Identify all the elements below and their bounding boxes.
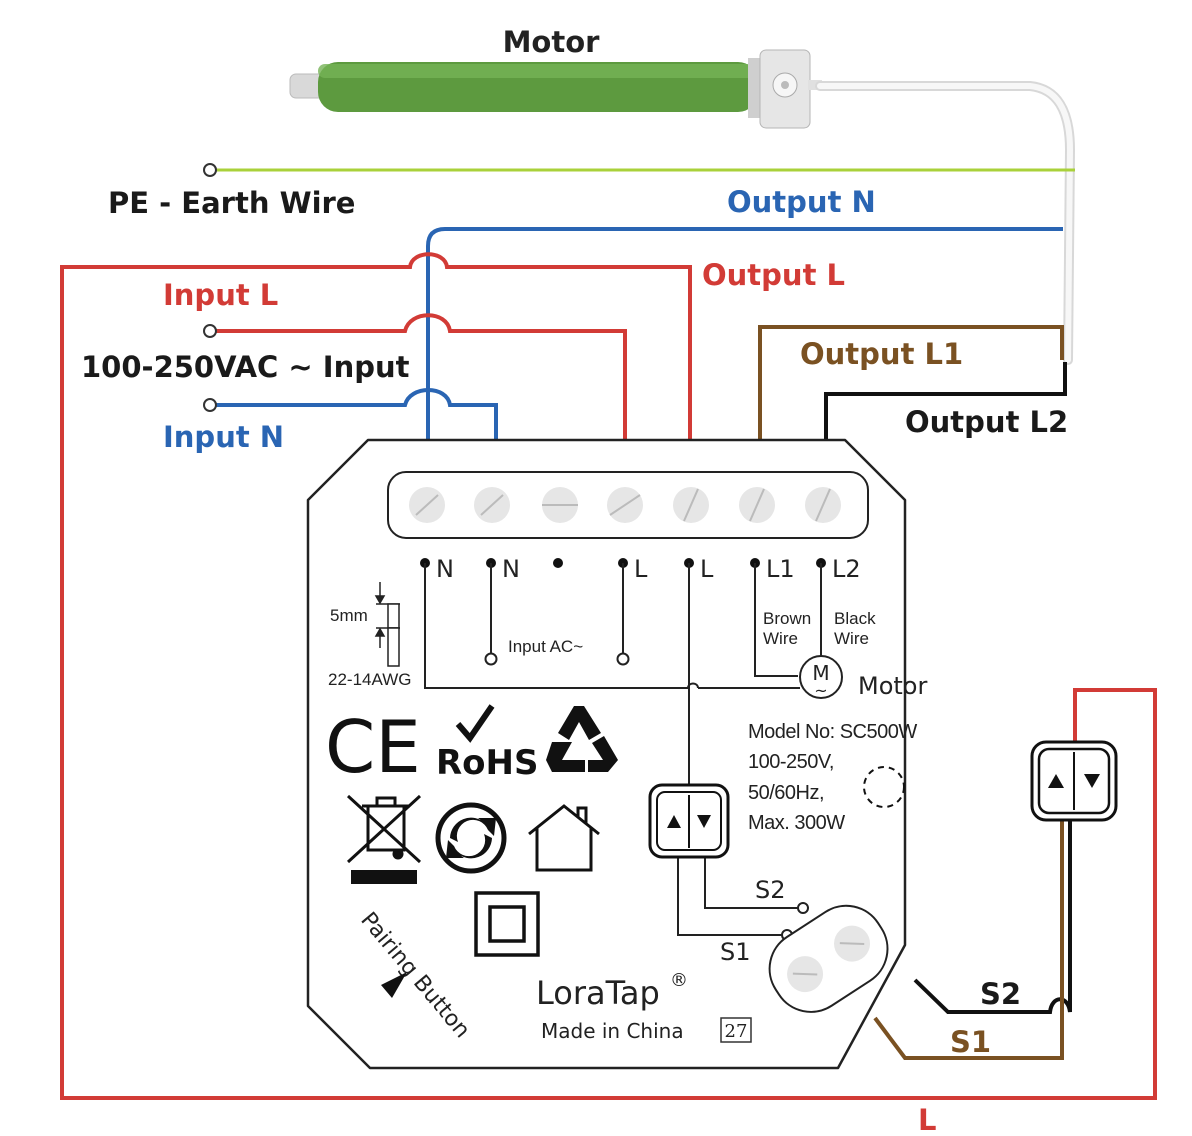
switch-symbol-icon bbox=[648, 783, 730, 859]
double-insulation-icon bbox=[474, 891, 540, 957]
motor-title: Motor bbox=[503, 25, 601, 59]
inner-s1-label: S1 bbox=[720, 938, 751, 966]
led-indicator-icon bbox=[863, 766, 905, 808]
awg-label: 22-14AWG bbox=[328, 670, 411, 689]
terminal-screws bbox=[409, 487, 841, 523]
motor-symbol: M bbox=[812, 661, 829, 685]
terminal-label: L1 bbox=[766, 555, 795, 583]
internal-schematic bbox=[424, 563, 843, 936]
model-number: Model No: SC500W bbox=[748, 721, 917, 743]
terminal-label: L bbox=[700, 555, 714, 583]
strip-length-label: 5mm bbox=[330, 606, 368, 625]
batch-code-box bbox=[720, 1017, 752, 1043]
terminal-label: N bbox=[436, 555, 454, 583]
terminal-label: N bbox=[502, 555, 520, 583]
recycle-icon bbox=[546, 706, 618, 772]
switch-terminal-block bbox=[768, 904, 889, 1013]
power-spec: Max. 300W bbox=[748, 812, 845, 834]
motor-tilde: ~ bbox=[814, 681, 827, 700]
brown-wire-label-2: Wire bbox=[763, 629, 798, 648]
black-wire-label: Black bbox=[834, 609, 876, 628]
output-l1-label: Output L1 bbox=[800, 337, 963, 371]
motor-label: Motor bbox=[858, 672, 927, 700]
terminal-label: L bbox=[634, 555, 648, 583]
batch-code: 27 bbox=[725, 1021, 748, 1042]
wire-strip-gauge-icon bbox=[374, 582, 400, 667]
voltage-spec: 100-250V, bbox=[748, 751, 834, 773]
input-n-label: Input N bbox=[163, 420, 284, 454]
pairing-arrow-icon[interactable] bbox=[381, 972, 407, 998]
input-l-label: Input L bbox=[163, 278, 278, 312]
tubular-motor bbox=[289, 49, 822, 129]
s1-wire bbox=[873, 820, 1064, 1060]
output-l-wire bbox=[60, 252, 1157, 1100]
frequency-spec: 50/60Hz, bbox=[748, 782, 824, 804]
motor-cable bbox=[815, 81, 1076, 365]
output-l1-wire bbox=[758, 325, 1064, 440]
s2-label: S2 bbox=[980, 977, 1021, 1011]
terminal-label: L2 bbox=[832, 555, 861, 583]
output-n-label: Output N bbox=[727, 185, 876, 219]
input-l-wire bbox=[216, 313, 627, 440]
supply-label: 100-250VAC ~ Input bbox=[81, 350, 410, 384]
l-label: L bbox=[918, 1103, 936, 1136]
s1-label: S1 bbox=[950, 1025, 991, 1059]
output-l2-label: Output L2 bbox=[905, 405, 1068, 439]
made-in-label: Made in China bbox=[541, 1019, 684, 1043]
pe-label: PE - Earth Wire bbox=[108, 186, 355, 220]
brown-wire-label: Brown bbox=[763, 609, 811, 628]
inner-s2-label: S2 bbox=[755, 876, 786, 904]
indoor-use-icon bbox=[528, 804, 600, 872]
earth-terminal bbox=[203, 163, 217, 177]
input-ac-label: Input AC~ bbox=[508, 637, 583, 656]
registered-mark: ® bbox=[670, 970, 688, 991]
rohs-check-icon bbox=[455, 704, 495, 743]
input-l-terminal bbox=[203, 324, 217, 338]
input-n-wire bbox=[216, 388, 498, 440]
brand-name: LoraTap bbox=[536, 974, 660, 1012]
green-dot-icon bbox=[435, 802, 507, 874]
wall-switch bbox=[1030, 740, 1118, 822]
input-n-terminal bbox=[203, 398, 217, 412]
black-wire-label-2: Wire bbox=[834, 629, 869, 648]
ce-mark: CE bbox=[325, 705, 421, 789]
output-l-label: Output L bbox=[702, 258, 845, 292]
output-n-wire bbox=[426, 227, 1063, 440]
output-l2-wire bbox=[824, 362, 1067, 440]
weee-bin-icon bbox=[346, 794, 422, 864]
s2-wire bbox=[913, 820, 1072, 1014]
weee-bar-icon bbox=[351, 870, 417, 884]
rohs-mark: RoHS bbox=[436, 743, 538, 783]
